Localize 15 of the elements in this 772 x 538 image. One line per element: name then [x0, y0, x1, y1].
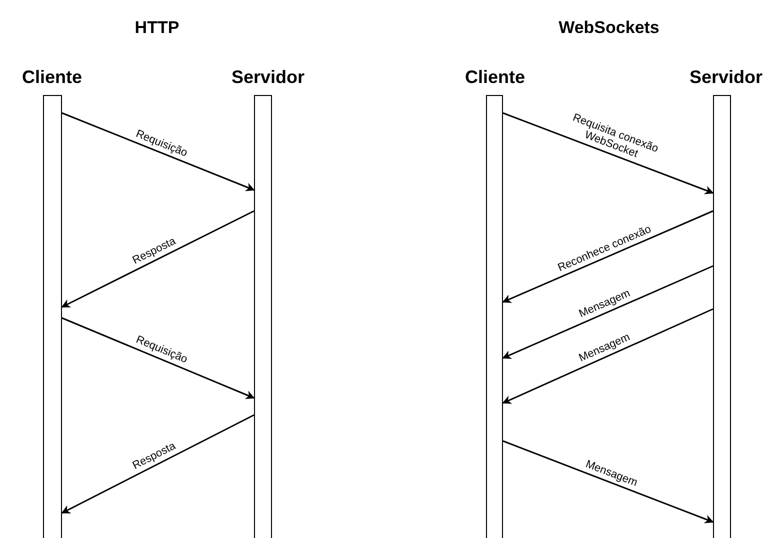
- message-arrow: [502, 210, 714, 303]
- lifeline-heading: Servidor: [231, 67, 305, 88]
- message-arrow: [61, 414, 254, 514]
- diagram-heading: HTTP: [134, 18, 180, 38]
- message-arrow: [502, 265, 714, 359]
- message-arrow: [502, 440, 714, 524]
- message-arrow: [502, 112, 714, 194]
- lifeline-heading: Servidor: [689, 67, 763, 88]
- message-arrow: [502, 308, 714, 404]
- message-arrow: [62, 317, 255, 400]
- lifeline-heading: Cliente: [22, 67, 82, 88]
- lifeline-heading: Cliente: [465, 67, 525, 88]
- message-arrow: [62, 112, 255, 192]
- message-arrow: [61, 210, 254, 308]
- diagram-heading: WebSockets: [558, 18, 660, 38]
